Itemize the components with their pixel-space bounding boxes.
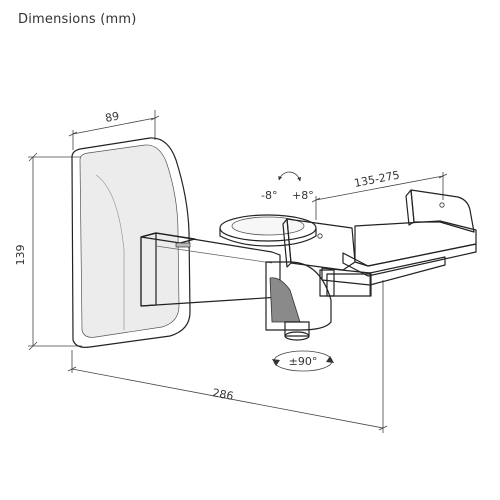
tilt-up-label: +8°	[292, 189, 314, 202]
length-dimension: 286	[67, 280, 388, 433]
wall-plate	[71, 137, 191, 348]
swivel-indicator: ±90°	[272, 350, 334, 372]
extension-dimension: 135-275	[311, 168, 448, 220]
pivot-housing	[265, 261, 332, 341]
tilt-down-label: -8°	[261, 189, 277, 202]
tilt-indicator: -8° +8°	[261, 171, 314, 202]
speaker-tray	[319, 220, 477, 297]
front-clamp	[282, 218, 356, 271]
bracket-arm	[140, 232, 281, 307]
extension-label: 135-275	[353, 168, 401, 190]
height-dimension: 139	[14, 152, 82, 351]
swivel-label: ±90°	[289, 355, 318, 368]
diagram-title: Dimensions (mm)	[18, 12, 137, 27]
rear-clamp	[405, 189, 475, 233]
rotation-disk	[219, 214, 317, 247]
length-label: 286	[211, 386, 234, 403]
height-label: 139	[14, 245, 27, 266]
depth-dimension: 89	[68, 110, 160, 150]
depth-label: 89	[104, 110, 120, 125]
